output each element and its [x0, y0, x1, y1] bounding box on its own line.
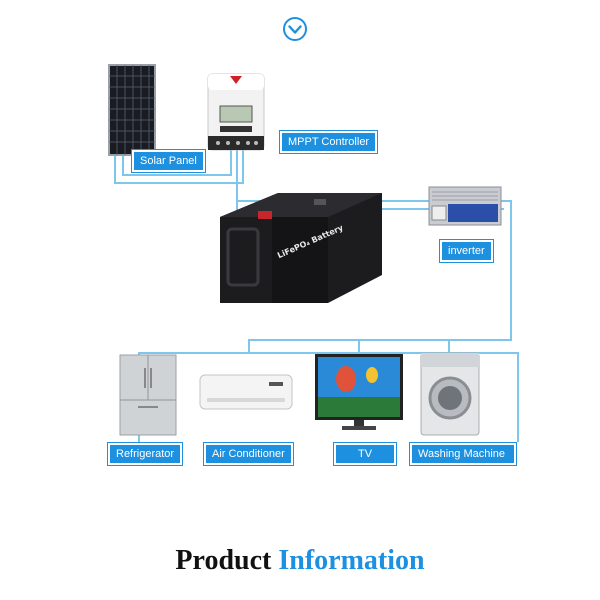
- refrigerator-label: Refrigerator: [108, 443, 183, 465]
- washing-machine-label: Washing Machine: [410, 443, 516, 465]
- inverter-label: inverter: [440, 240, 493, 262]
- washing-machine-image: [420, 352, 480, 436]
- inverter-image: [428, 186, 502, 226]
- air-conditioner-image: [199, 374, 293, 410]
- refrigerator-image: [118, 354, 178, 436]
- battery-image: [218, 185, 384, 305]
- tv-image: [314, 353, 404, 433]
- title-word-information: Information: [278, 545, 425, 576]
- page-title: Product Information: [0, 545, 600, 577]
- air-conditioner-label: Air Conditioner: [204, 443, 293, 465]
- tv-label: TV: [334, 443, 396, 465]
- mppt-controller-image: [206, 72, 266, 152]
- solar-panel-label: Solar Panel: [132, 150, 205, 172]
- chevron-down-circle-icon[interactable]: [282, 16, 308, 42]
- mppt-controller-label: MPPT Controller: [280, 131, 378, 153]
- title-word-product: Product: [175, 545, 272, 576]
- solar-panel-image: [108, 64, 156, 156]
